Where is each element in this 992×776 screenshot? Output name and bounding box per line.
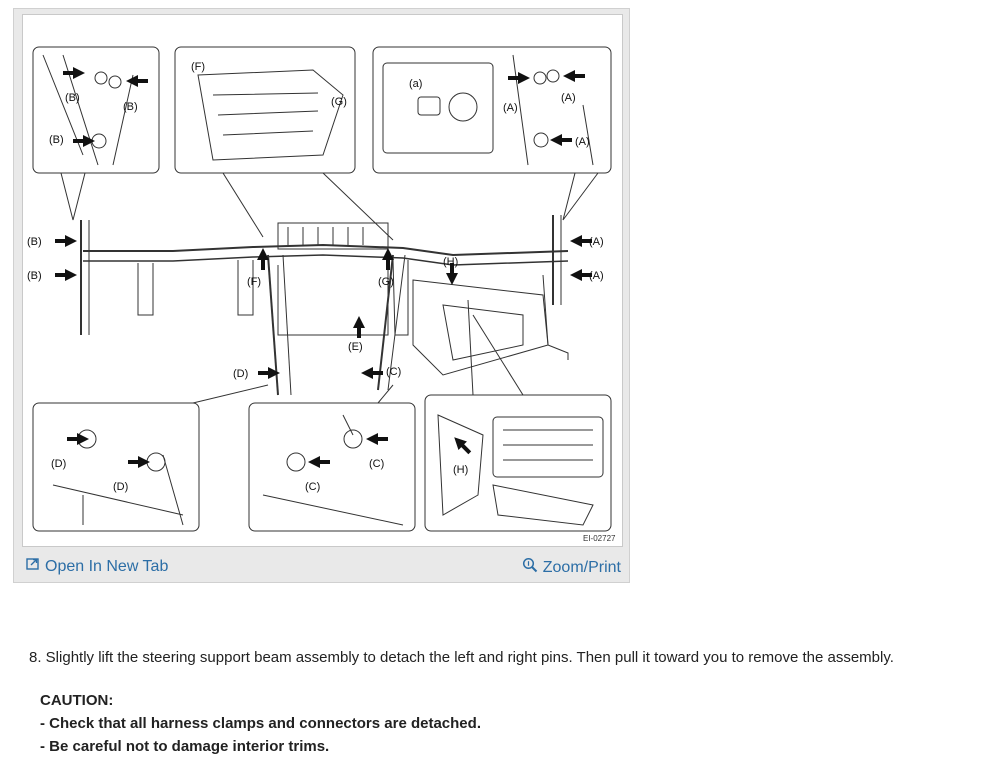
callout-f-1: (F) [191, 61, 205, 73]
diagram-image[interactable]: (B) (B) (B) (F) (G) (a) (A) (A) (A) (B) … [22, 14, 623, 547]
callout-a-small: (a) [409, 78, 422, 90]
inset-fg [174, 46, 356, 174]
callout-d-1: (D) [233, 368, 248, 380]
zoom-print-button[interactable]: Zoom/Print [522, 557, 621, 578]
steering-beam-diagram: (B) (B) (B) (F) (G) (a) (A) (A) (A) (B) … [27, 46, 616, 543]
inset-c [248, 402, 416, 532]
figure-frame: (B) (B) (B) (F) (G) (a) (A) (A) (A) (B) … [13, 8, 630, 583]
callout-arrows [55, 67, 592, 468]
inset-b [32, 46, 160, 174]
callout-g-1: (G) [331, 96, 347, 108]
caution-item: - Check that all harness clamps and conn… [40, 715, 481, 732]
external-link-icon [26, 557, 40, 576]
inset-h [424, 394, 612, 532]
caution-item: - Be careful not to damage interior trim… [40, 738, 330, 755]
callout-b-5: (B) [27, 270, 42, 282]
callout-a-1: (A) [503, 102, 518, 114]
callout-b-2: (B) [123, 101, 138, 113]
open-in-new-tab-button[interactable]: Open In New Tab [26, 557, 168, 576]
callout-c-2: (C) [369, 458, 384, 470]
inset-d [32, 402, 200, 532]
callout-a-3: (A) [575, 136, 590, 148]
callout-a-5: (A) [589, 270, 604, 282]
open-in-new-tab-label: Open In New Tab [45, 557, 169, 575]
callout-b-4: (B) [27, 236, 42, 248]
caution-title: CAUTION: [40, 692, 114, 709]
figure-id: EI-02727 [583, 534, 616, 543]
callout-a-4: (A) [589, 236, 604, 248]
callout-b-3: (B) [49, 134, 64, 146]
callout-a-2: (A) [561, 92, 576, 104]
inset-a [372, 46, 612, 174]
callout-h-2: (H) [453, 464, 468, 476]
zoom-icon [522, 557, 538, 578]
callout-c-3: (C) [305, 481, 320, 493]
figure-toolbar: Open In New Tab Zoom/Print [14, 550, 629, 582]
callout-d-2: (D) [51, 458, 66, 470]
zoom-print-label: Zoom/Print [542, 558, 621, 576]
callout-g-2: (G) [378, 276, 394, 288]
callout-f-2: (F) [247, 276, 261, 288]
callout-c-1: (C) [386, 366, 401, 378]
step-instruction: 8. Slightly lift the steering support be… [29, 649, 894, 666]
callout-h-1: (H) [443, 256, 458, 268]
callout-d-3: (D) [113, 481, 128, 493]
callout-e: (E) [348, 341, 363, 353]
callout-b-1: (B) [65, 92, 80, 104]
